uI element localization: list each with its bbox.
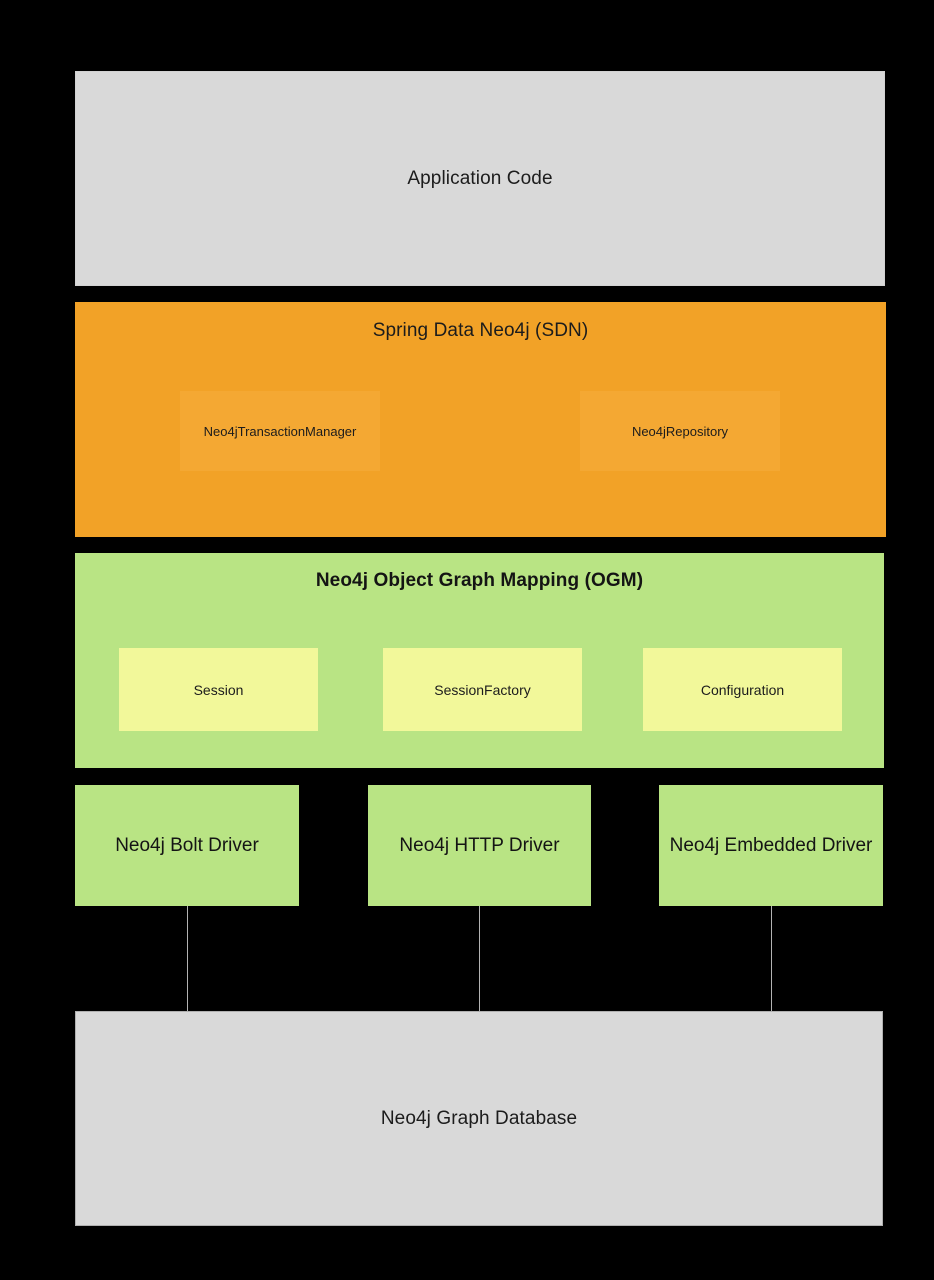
layer-application-code-title: Application Code — [407, 167, 553, 189]
connector-bolt-to-database — [187, 906, 188, 1012]
layer-spring-data-neo4j: Spring Data Neo4j (SDN) Neo4jTransaction… — [75, 302, 886, 537]
component-neo4j-repository-label: Neo4jRepository — [631, 423, 729, 439]
component-configuration: Configuration — [643, 648, 842, 731]
layer-spring-data-neo4j-title: Spring Data Neo4j (SDN) — [372, 320, 589, 341]
component-session-factory: SessionFactory — [383, 648, 582, 731]
driver-neo4j-bolt: Neo4j Bolt Driver — [75, 785, 299, 906]
layer-neo4j-graph-database: Neo4j Graph Database — [75, 1011, 883, 1226]
driver-neo4j-http: Neo4j HTTP Driver — [368, 785, 591, 906]
component-session-factory-label: SessionFactory — [434, 681, 531, 698]
layer-neo4j-ogm: Neo4j Object Graph Mapping (OGM) Session… — [75, 553, 884, 768]
driver-neo4j-http-label: Neo4j HTTP Driver — [399, 834, 560, 856]
layer-application-code: Application Code — [75, 71, 885, 286]
driver-neo4j-embedded: Neo4j Embedded Driver — [659, 785, 883, 906]
component-neo4j-repository: Neo4jRepository — [580, 391, 780, 471]
driver-neo4j-embedded-label: Neo4j Embedded Driver — [669, 834, 873, 856]
connector-embedded-to-database — [771, 906, 772, 1012]
layer-neo4j-ogm-title: Neo4j Object Graph Mapping (OGM) — [315, 570, 644, 591]
component-configuration-label: Configuration — [700, 681, 785, 698]
layer-neo4j-graph-database-title: Neo4j Graph Database — [380, 1107, 578, 1129]
component-session: Session — [119, 648, 318, 731]
component-session-label: Session — [193, 681, 244, 698]
connector-http-to-database — [479, 906, 480, 1012]
component-neo4j-transaction-manager: Neo4jTransactionManager — [180, 391, 380, 471]
component-neo4j-transaction-manager-label: Neo4jTransactionManager — [203, 423, 357, 439]
driver-neo4j-bolt-label: Neo4j Bolt Driver — [115, 834, 259, 856]
